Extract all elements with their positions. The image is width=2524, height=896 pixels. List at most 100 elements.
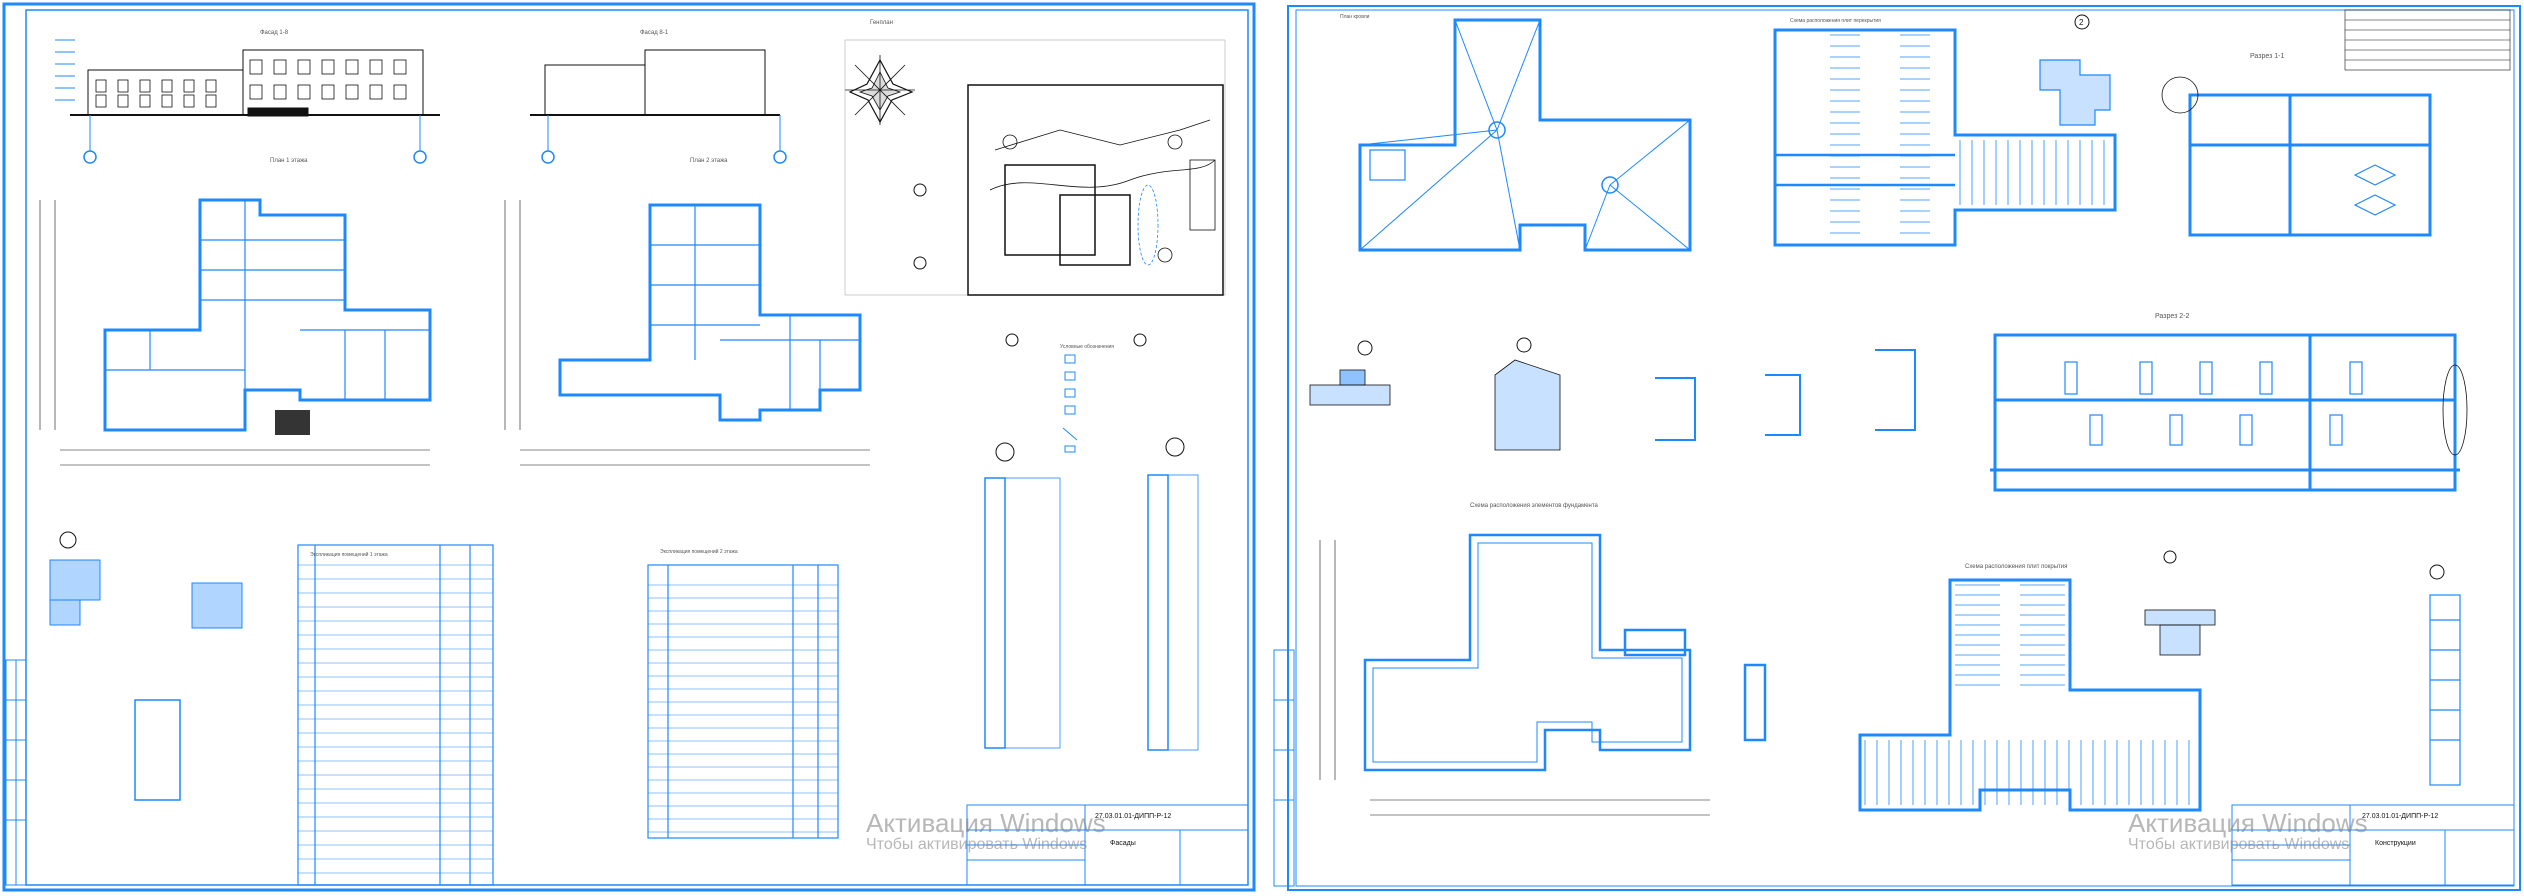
floor-plan-thick	[1775, 153, 1955, 187]
explication-table-2-rows	[648, 584, 838, 833]
node-hatch-2	[191, 582, 243, 629]
floor-plan-caption: Схема расположения плит перекрытия	[1790, 18, 1881, 24]
drawing-line	[2349, 361, 2363, 395]
node-hatch-1	[49, 559, 101, 626]
facade-b-drawing	[530, 49, 780, 116]
drawing-line	[249, 59, 263, 75]
drawing-line	[2089, 414, 2103, 446]
foundation-caption: Схема расположения элементов фундамента	[1470, 503, 1599, 509]
plan-2-drawing	[558, 203, 862, 422]
left-sheet: Фасад 1-8 Фасад 8-1 Генплан	[2, 2, 1256, 892]
explication-table-1	[297, 544, 494, 886]
drawing-line	[161, 94, 173, 108]
foundation-dimensions	[1319, 540, 1710, 816]
drawing-line	[369, 59, 383, 75]
plan-1-inner	[105, 200, 430, 400]
section-2-2-drawing	[1990, 333, 2460, 492]
node-a-detail	[1309, 369, 1391, 406]
right-sheet: План кровли Схема расположения плит пере…	[1273, 5, 2521, 891]
frame-elements	[1655, 349, 1916, 441]
drawing-line	[345, 59, 359, 75]
foundation-plan-drawing	[1363, 533, 1767, 772]
floor-plan-drawing	[1773, 28, 2117, 247]
site-plan-details	[989, 119, 1216, 266]
node-detail-3	[134, 699, 181, 801]
node-2-detail	[2039, 59, 2111, 126]
drawing-line	[369, 84, 383, 100]
right-titleblock-sheet: Конструкции	[2375, 840, 2416, 847]
section-2-caption: Разрез 2-2	[2155, 313, 2189, 320]
explication-table-1-rows	[298, 564, 493, 874]
wind-rose	[845, 55, 915, 125]
plan-1-drawing	[103, 198, 432, 432]
drawing-line	[117, 94, 129, 108]
plan-1-caption: План 1 этажа	[270, 158, 308, 164]
drawing-line	[2199, 361, 2213, 395]
drawing-line	[345, 84, 359, 100]
node-b-detail	[1494, 359, 1561, 451]
drawing-line	[321, 59, 335, 75]
section-2-2-doors	[2064, 361, 2363, 446]
roof-plan-lines	[1359, 19, 1691, 251]
drawing-line	[183, 94, 195, 108]
facade-b-caption: Фасад 8-1	[640, 30, 669, 36]
legend-block	[1062, 354, 1078, 453]
explication-table-2	[647, 564, 839, 839]
drawing-line	[273, 84, 287, 100]
drawing-line	[95, 79, 107, 93]
drawing-line	[2064, 361, 2078, 395]
left-titleblock-project: 27.03.01.01-ДИПП-Р-12	[1095, 813, 1171, 820]
site-plan-drawing	[967, 84, 1224, 296]
drawing-line	[321, 84, 335, 100]
facade-a-windows	[95, 59, 407, 108]
drawing-line	[161, 79, 173, 93]
wall-section-1	[984, 477, 1061, 749]
legend-caption: Условные обозначения	[1060, 344, 1114, 350]
right-titleblock-project: 27.03.01.01-ДИПП-Р-12	[2362, 813, 2438, 820]
drawing-line	[2329, 414, 2343, 446]
drawing-line	[95, 94, 107, 108]
drawing-line	[2259, 361, 2273, 395]
plan-2-inner	[650, 205, 860, 410]
plan-2-dimensions	[504, 200, 870, 466]
slabs-caption: Схема расположения плит покрытия	[1965, 564, 2067, 570]
drawing-line	[297, 59, 311, 75]
section-1-1-drawing	[2188, 93, 2432, 237]
drawing-line	[273, 59, 287, 75]
drawing-line	[205, 79, 217, 93]
roof-detail	[1369, 149, 1406, 181]
slabs-plan-drawing	[1858, 578, 2202, 812]
wall-section-2	[1147, 474, 1199, 751]
facade-a-levels	[55, 39, 75, 101]
drawing-line	[139, 94, 151, 108]
column-detail	[2429, 594, 2461, 786]
floor-plan-slabs	[1830, 34, 2105, 245]
right-titleblock	[2231, 804, 2515, 886]
drawing-line	[139, 79, 151, 93]
drawing-line	[183, 79, 195, 93]
facade-a-caption: Фасад 1-8	[260, 30, 289, 36]
explication-2-caption: Экспликация помещений 2 этажа	[660, 548, 738, 555]
plan-1-dimensions	[39, 200, 430, 466]
roof-caption: План кровли	[1340, 14, 1370, 20]
section-1-1-stair	[2353, 164, 2397, 216]
section-1-caption: Разрез 1-1	[2250, 53, 2284, 60]
left-titleblock	[966, 804, 1249, 886]
node-2-label: 2	[2079, 18, 2084, 27]
spec-block	[2344, 9, 2511, 71]
drawing-line	[393, 84, 407, 100]
facade-a-drawing	[70, 49, 440, 117]
drawing-line	[297, 84, 311, 100]
plan-2-caption: План 2 этажа	[690, 158, 728, 164]
left-titleblock-sheet: Фасады	[1110, 840, 1136, 847]
drawing-line	[117, 79, 129, 93]
slabs-plan-grid	[1864, 584, 2190, 805]
explication-1-caption: Экспликация помещений 1 этажа	[310, 551, 388, 558]
beam-detail	[2144, 609, 2216, 656]
drawing-line	[393, 59, 407, 75]
site-plan-caption: Генплан	[870, 20, 893, 26]
drawing-line	[2239, 414, 2253, 446]
drawing-line	[2139, 361, 2153, 395]
drawing-line	[249, 84, 263, 100]
